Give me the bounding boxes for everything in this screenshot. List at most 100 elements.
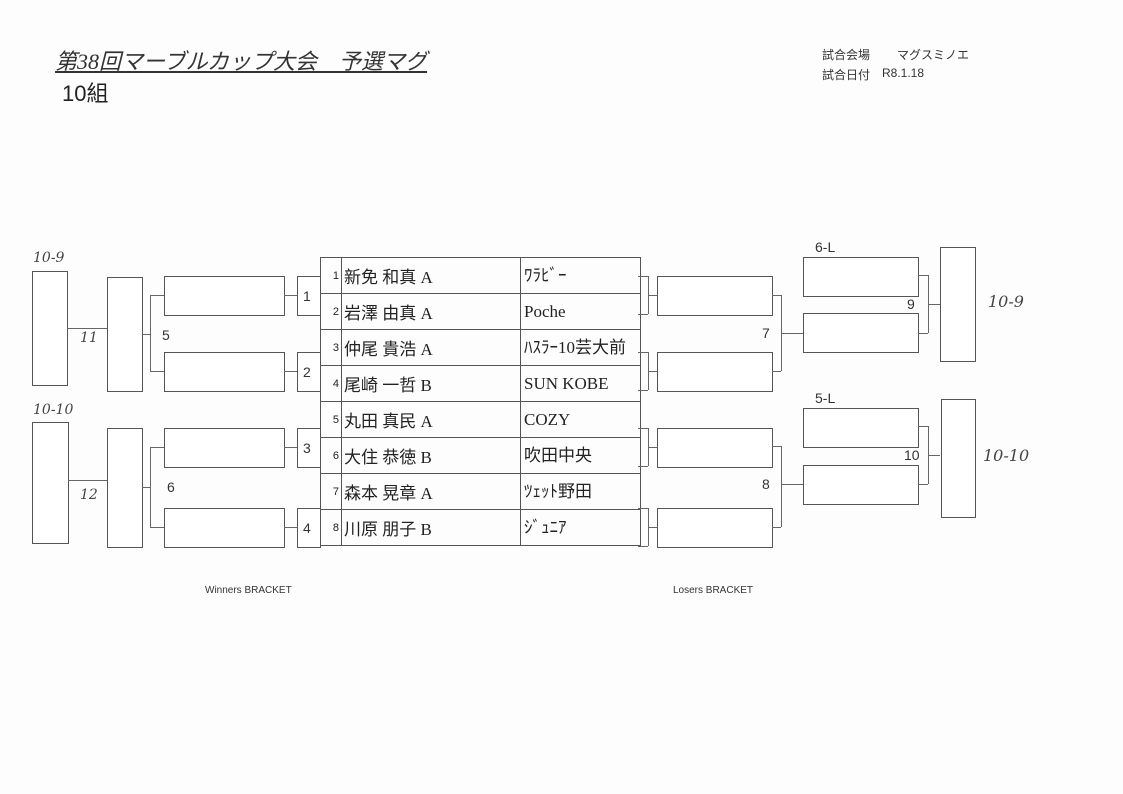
line	[142, 487, 150, 488]
line	[284, 447, 297, 448]
losers-bracket-label: Losers BRACKET	[673, 585, 754, 596]
match-7: 7	[762, 325, 770, 341]
line	[638, 390, 648, 391]
loser-semi-slot-2	[803, 313, 919, 353]
player-name: 尾崎 一哲 B	[341, 365, 521, 402]
entry-number: 8	[320, 509, 342, 546]
match-5: 5	[162, 327, 170, 343]
line	[918, 333, 928, 334]
line	[772, 446, 781, 447]
line	[150, 371, 164, 372]
line	[638, 314, 648, 315]
final-box-top	[32, 271, 68, 386]
match-3: 3	[303, 440, 311, 456]
team-name: ｼﾞｭﾆｱ	[520, 509, 641, 546]
line	[781, 484, 803, 485]
line	[638, 466, 648, 467]
team-name: ﾜﾗﾋﾞｰ	[520, 257, 641, 294]
player-name: 仲尾 貴浩 A	[341, 329, 521, 366]
line	[648, 527, 657, 528]
label-6-l: 6-L	[815, 239, 836, 255]
line	[150, 295, 151, 372]
tournament-title: 第38回マーブルカップ大会 予選マグ	[55, 49, 428, 74]
line	[918, 275, 928, 276]
line	[638, 428, 648, 429]
line	[638, 546, 648, 547]
line	[918, 484, 928, 485]
match-box-4	[297, 508, 321, 548]
match-12: 12	[80, 487, 98, 503]
entry-number: 6	[320, 437, 342, 474]
date-value: R8.1.18	[882, 66, 925, 80]
handwritten-right-bottom: 10-10	[983, 446, 1030, 465]
line	[150, 447, 164, 448]
line	[638, 352, 648, 353]
loser-semi-slot-4	[803, 465, 919, 505]
winners-bracket-label: Winners BRACKET	[205, 585, 292, 596]
line	[772, 371, 781, 372]
line	[772, 295, 781, 296]
match-1: 1	[303, 288, 311, 304]
line	[648, 447, 657, 448]
venue-label: 試合会場	[822, 48, 871, 62]
loser-slot-1	[657, 276, 773, 316]
handwritten-left-bottom: 10-10	[33, 402, 74, 418]
player-name: 川原 朋子 B	[341, 509, 521, 546]
loser-slot-3	[657, 428, 773, 468]
line	[638, 508, 648, 509]
line	[284, 527, 297, 528]
label-5-l: 5-L	[815, 390, 836, 406]
line	[284, 295, 297, 296]
match-6: 6	[167, 479, 175, 495]
entry-number: 2	[320, 293, 342, 330]
match-box-1	[297, 276, 321, 316]
winner-slot-3	[164, 428, 285, 468]
line	[68, 480, 107, 481]
group-label: 10組	[62, 81, 109, 106]
line	[928, 455, 940, 456]
match-10: 10	[904, 447, 920, 463]
match-8: 8	[762, 476, 770, 492]
line	[150, 527, 164, 528]
entry-number: 1	[320, 257, 342, 294]
winner-slot-4	[164, 508, 285, 548]
line	[648, 371, 657, 372]
loser-slot-4	[657, 508, 773, 548]
player-name: 森本 晃章 A	[341, 473, 521, 510]
winner-box-6	[107, 428, 143, 548]
player-name: 丸田 真民 A	[341, 401, 521, 438]
entry-number: 5	[320, 401, 342, 438]
team-name: 吹田中央	[520, 437, 641, 474]
match-9: 9	[907, 296, 915, 312]
team-name: COZY	[520, 401, 641, 438]
winner-slot-1	[164, 276, 285, 316]
date-label: 試合日付	[822, 68, 871, 82]
line	[67, 328, 107, 329]
entry-number: 3	[320, 329, 342, 366]
loser-final-box-top	[940, 247, 976, 362]
team-name: ﾊｽﾗｰ10芸大前	[520, 329, 641, 366]
line	[928, 304, 940, 305]
line	[638, 276, 648, 277]
player-name: 岩澤 由真 A	[341, 293, 521, 330]
match-box-3	[297, 428, 321, 468]
line	[781, 446, 782, 527]
line	[150, 447, 151, 527]
winner-box-5	[107, 277, 143, 392]
player-name: 新免 和真 A	[341, 257, 521, 294]
team-name: ﾂｪｯﾄ野田	[520, 473, 641, 510]
team-name: SUN KOBE	[520, 365, 641, 402]
match-box-2	[297, 352, 321, 392]
team-name: Poche	[520, 293, 641, 330]
entry-number: 4	[320, 365, 342, 402]
